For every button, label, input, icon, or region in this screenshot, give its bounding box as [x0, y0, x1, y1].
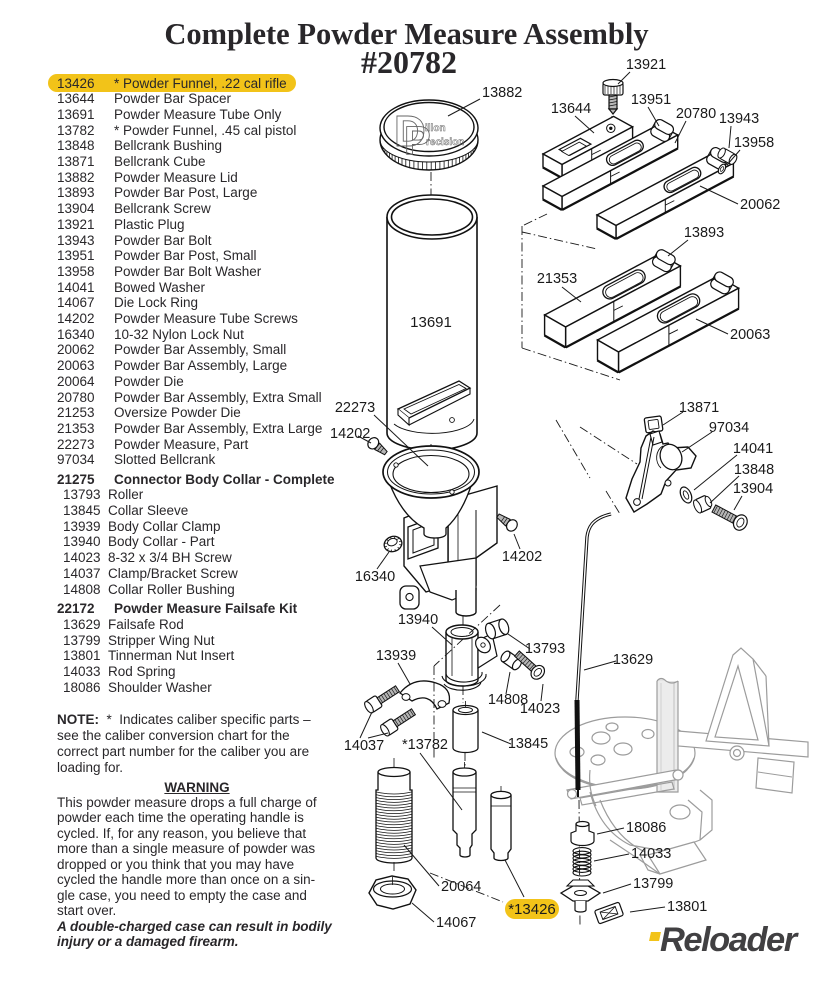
svg-text:13951: 13951: [631, 92, 671, 108]
svg-text:97034: 97034: [709, 420, 749, 436]
svg-text:14067: 14067: [436, 915, 476, 931]
svg-text:20780: 20780: [676, 106, 716, 122]
svg-text:recision: recision: [426, 137, 464, 148]
svg-text:13958: 13958: [734, 135, 774, 151]
svg-text:13793: 13793: [525, 641, 565, 657]
svg-text:13921: 13921: [626, 57, 666, 73]
svg-text:*13426: *13426: [508, 901, 556, 918]
svg-text:14202: 14202: [502, 549, 542, 565]
svg-text:22273: 22273: [335, 400, 375, 416]
svg-text:14808: 14808: [488, 692, 528, 708]
svg-text:13939: 13939: [376, 648, 416, 664]
svg-text:13644: 13644: [551, 101, 591, 117]
svg-text:14041: 14041: [733, 441, 773, 457]
svg-text:21353: 21353: [537, 271, 577, 287]
svg-text:D: D: [394, 107, 426, 156]
svg-text:14023: 14023: [520, 701, 560, 717]
svg-text:13848: 13848: [734, 462, 774, 478]
svg-text:13943: 13943: [719, 111, 759, 127]
svg-text:14033: 14033: [631, 846, 671, 862]
svg-text:*13782: *13782: [402, 737, 448, 753]
svg-text:20062: 20062: [740, 197, 780, 213]
svg-text:13799: 13799: [633, 876, 673, 892]
svg-text:20063: 20063: [730, 327, 770, 343]
svg-text:13691: 13691: [410, 314, 452, 331]
svg-text:20064: 20064: [441, 879, 481, 895]
svg-text:18086: 18086: [626, 820, 666, 836]
svg-text:P: P: [404, 119, 431, 163]
svg-text:13940: 13940: [398, 612, 438, 628]
svg-text:13904: 13904: [733, 481, 773, 497]
svg-text:13893: 13893: [684, 225, 724, 241]
svg-text:13629: 13629: [613, 652, 653, 668]
svg-text:illon: illon: [425, 123, 446, 134]
svg-text:13801: 13801: [667, 899, 707, 915]
svg-text:14037: 14037: [344, 738, 384, 754]
svg-text:16340: 16340: [355, 569, 395, 585]
svg-text:14202: 14202: [330, 426, 370, 442]
svg-text:13882: 13882: [482, 85, 522, 101]
svg-text:13845: 13845: [508, 736, 548, 752]
svg-text:13871: 13871: [679, 400, 719, 416]
